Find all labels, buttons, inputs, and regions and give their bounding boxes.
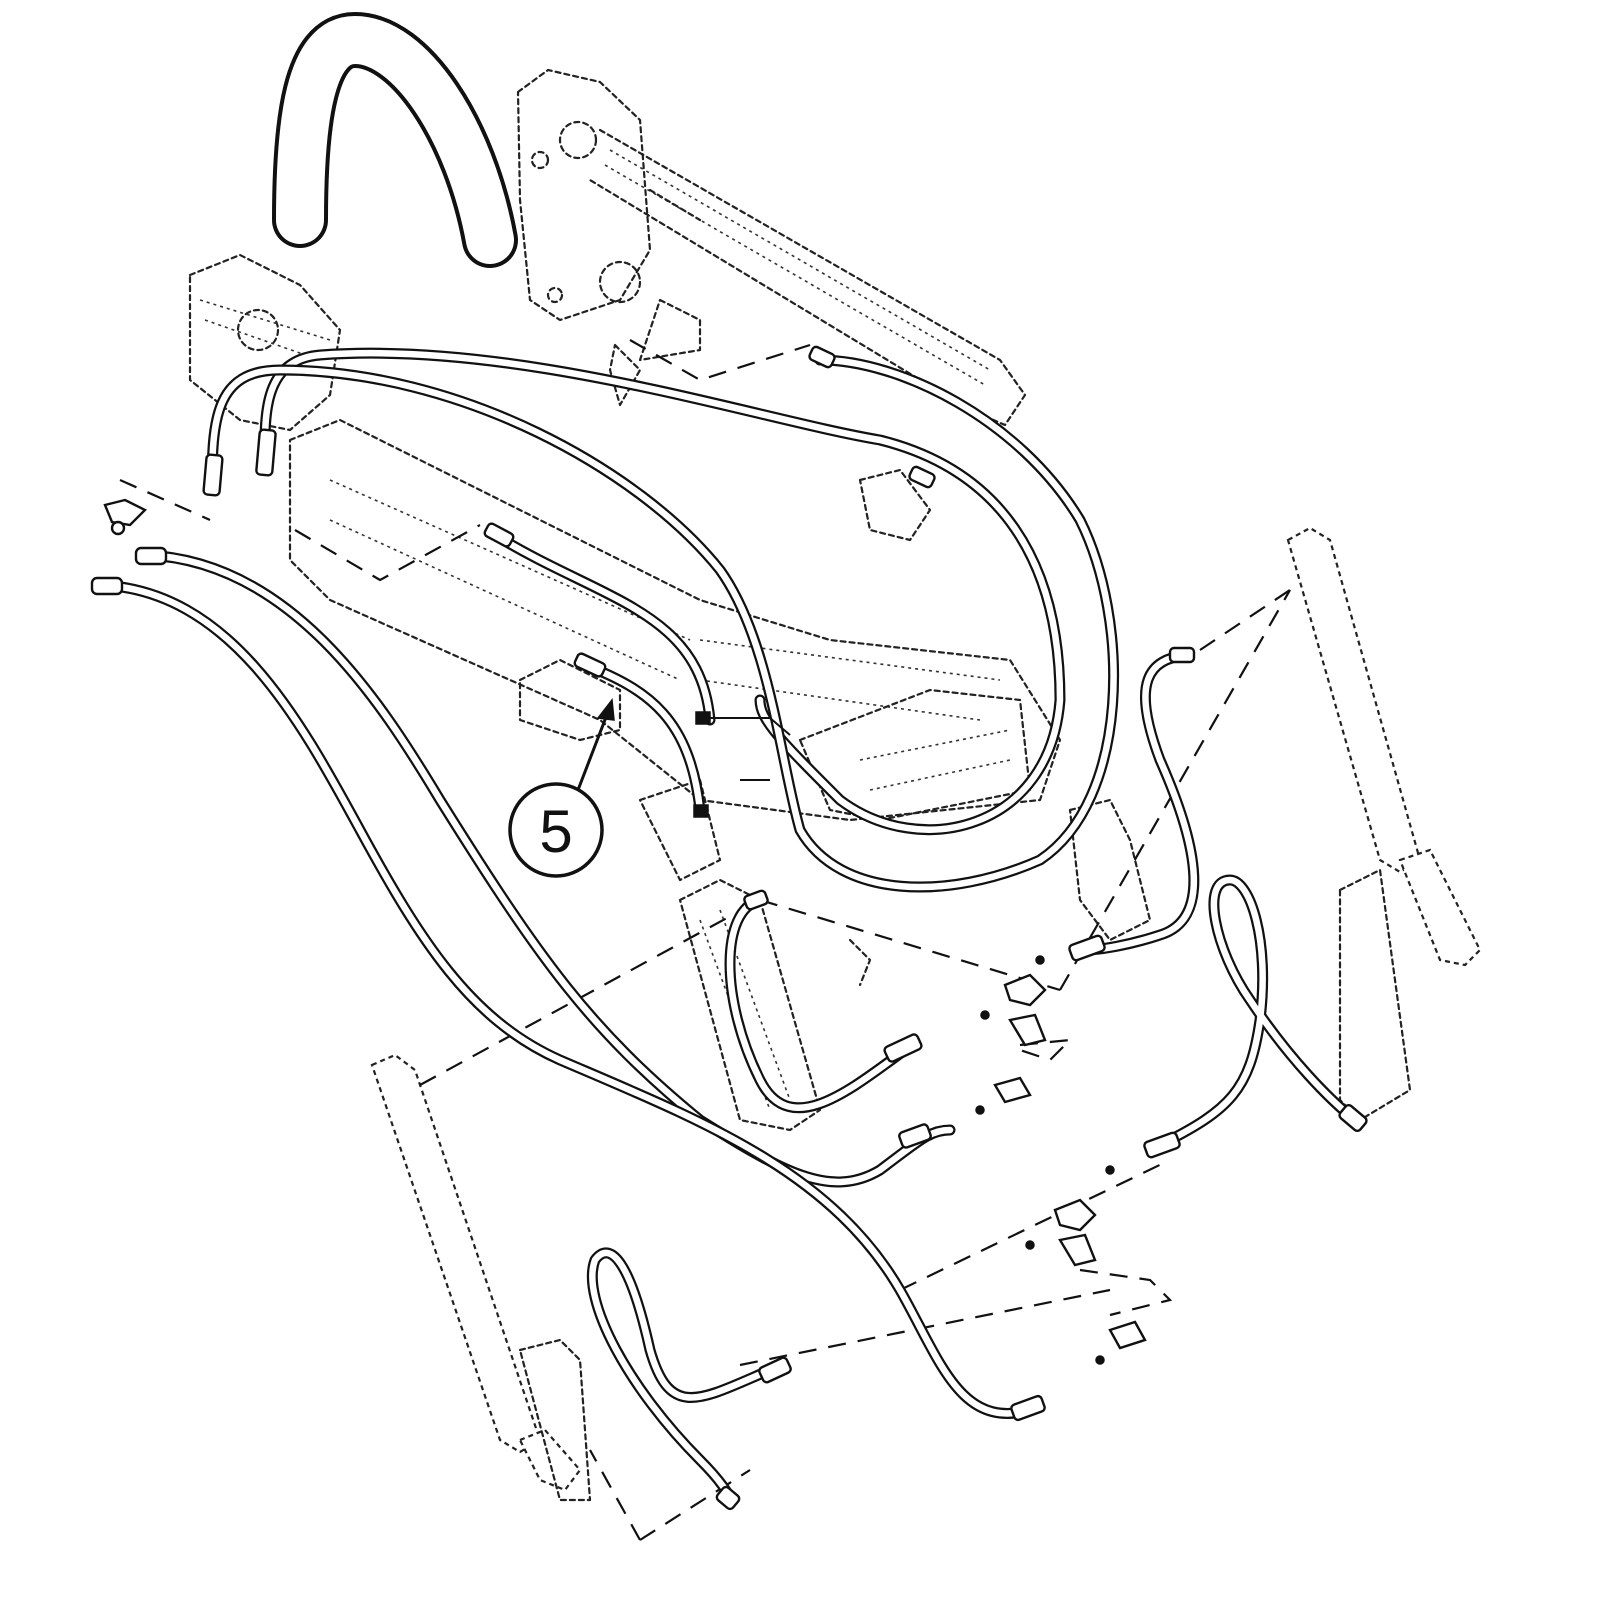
elbow-connector-lower bbox=[1058, 1233, 1097, 1267]
callout-5-label: 5 bbox=[539, 798, 572, 865]
hose-lower-left-2 bbox=[94, 579, 1036, 1419]
ghost-hook bbox=[848, 938, 872, 987]
o-ring-4 bbox=[1105, 1165, 1115, 1175]
fitting-lower-hairpin bbox=[758, 1356, 792, 1384]
ghost-right-cylinder-barrel bbox=[1286, 526, 1422, 874]
ghost-right-cylinder-bracket bbox=[1338, 868, 1412, 1122]
ghost-lift-arm-detail bbox=[329, 479, 1001, 721]
leader-left-cyl-to-fitting bbox=[419, 899, 761, 1086]
fitting-tee-left bbox=[103, 498, 148, 527]
fitting-left-upper-1 bbox=[202, 453, 224, 497]
fitting-item-5-cyl bbox=[573, 652, 607, 678]
ghost-left-cylinder-barrel bbox=[370, 1053, 542, 1454]
ghost-left-cylinder-bracket bbox=[518, 1338, 592, 1502]
callout-5-leader bbox=[576, 711, 610, 791]
o-ring-5 bbox=[1025, 1240, 1035, 1250]
ghost-left-arm bbox=[188, 253, 342, 432]
ghost-tilt-cylinder-2 bbox=[858, 468, 932, 542]
ghost-bracket-upper bbox=[638, 188, 702, 362]
ghost-bolt-2 bbox=[546, 286, 564, 304]
o-ring-2 bbox=[1035, 955, 1045, 965]
leader-top-bracket bbox=[629, 339, 811, 382]
o-ring-3 bbox=[975, 1105, 985, 1115]
leader-left-fitting bbox=[119, 478, 211, 522]
fitting-hairpin-cyl bbox=[1338, 1103, 1368, 1133]
fitting-tee-left-nut bbox=[110, 520, 126, 536]
leader-lower-tee bbox=[899, 1159, 1171, 1291]
ghost-bolt-1 bbox=[530, 150, 550, 170]
leader-bottom-bracket bbox=[589, 1449, 751, 1541]
callout-5: 5 bbox=[508, 698, 615, 878]
fitting-left-lower-1 bbox=[134, 546, 168, 566]
hose-tilt-feed bbox=[489, 529, 716, 726]
leader-left-bracket bbox=[294, 524, 481, 582]
ghost-upright-right bbox=[1068, 798, 1152, 942]
ghost-right-cylinder-rod bbox=[1398, 848, 1482, 967]
fitting-hairpin-end bbox=[1143, 1131, 1181, 1159]
fitting-tilt-cyl bbox=[483, 522, 515, 548]
ghost-boom-plate bbox=[516, 68, 652, 322]
ghost-lift-arm bbox=[288, 418, 1062, 822]
ghost-pivot-top bbox=[558, 120, 598, 160]
fitting-right-drop bbox=[1068, 934, 1106, 962]
adapter-upper bbox=[993, 1076, 1032, 1104]
fitting-lower-left-2 bbox=[1010, 1394, 1046, 1422]
hose-lower-hairpin bbox=[586, 1247, 776, 1506]
ghost-left-arm-detail bbox=[199, 299, 331, 361]
o-ring-1 bbox=[980, 1010, 990, 1020]
fitting-middle-u-top bbox=[743, 889, 769, 911]
ghost-cross-member-ribs bbox=[859, 729, 1011, 791]
assembly-leader-lines bbox=[119, 339, 1291, 1541]
ghost-mount-mid bbox=[638, 778, 722, 882]
fitting-lower-left-1 bbox=[898, 1123, 932, 1149]
elbow-connector-upper bbox=[1008, 1013, 1047, 1047]
ghost-upright-left bbox=[678, 878, 822, 1132]
tee-connector-upper bbox=[1003, 973, 1047, 1007]
fitting-right-upper bbox=[1168, 646, 1196, 664]
hose-upper-arc bbox=[259, 347, 1066, 835]
fittings bbox=[90, 345, 1368, 1511]
fitting-middle-u bbox=[883, 1033, 923, 1063]
ghost-upper-cylinder bbox=[588, 128, 1027, 427]
leader-lower-box bbox=[1079, 1268, 1173, 1317]
leader-fitting-to-tee bbox=[759, 898, 1061, 992]
tube-connection-lines bbox=[710, 717, 791, 781]
ghost-upper-cylinder-rod bbox=[604, 149, 991, 386]
o-ring-6 bbox=[1095, 1355, 1105, 1365]
fitting-item-5-elbow bbox=[693, 804, 709, 818]
fitting-tilt-elbow bbox=[695, 711, 711, 725]
fitting-tilt-cyl-2 bbox=[908, 465, 936, 489]
ghost-structure bbox=[188, 68, 1482, 1502]
ghost-pivot-lower bbox=[598, 260, 642, 304]
ghost-plate-upper bbox=[608, 343, 642, 407]
ghost-tilt-cylinder bbox=[518, 658, 622, 742]
tee-connector-lower bbox=[1053, 1198, 1097, 1232]
callout-5-arrowhead bbox=[596, 698, 615, 721]
leader-tee-box bbox=[1019, 1038, 1073, 1062]
ghost-left-pivot bbox=[236, 308, 280, 352]
ghost-upright-left-detail bbox=[699, 909, 791, 1111]
hoses bbox=[94, 12, 1361, 1506]
fitting-upper-cylinder bbox=[808, 345, 836, 369]
adapter-lower bbox=[1108, 1320, 1147, 1350]
leader-tee-to-right-cyl bbox=[1059, 589, 1291, 991]
callout-5-circle bbox=[508, 782, 604, 878]
fitting-left-upper-2 bbox=[255, 428, 277, 477]
fitting-lower-hairpin-cyl bbox=[715, 1485, 741, 1511]
leader-upper-right bbox=[1199, 589, 1291, 651]
fitting-left-lower-2 bbox=[90, 576, 124, 596]
